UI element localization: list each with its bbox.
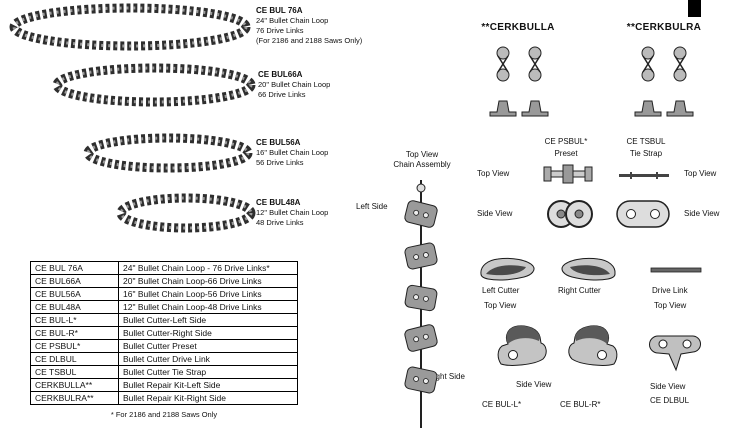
part-number: CE BUL48A (256, 198, 301, 207)
chain-assembly-title: Top View Chain Assembly (376, 150, 468, 170)
description-cell: 16" Bullet Chain Loop-56 Drive Links (118, 287, 298, 301)
chain-assembly-drawing (404, 180, 438, 428)
part-number: CE BUL56A (256, 138, 301, 147)
part-number-cell: CE PSBUL* (30, 339, 119, 353)
description-cell: Bullet Cutter Tie Strap (118, 365, 298, 379)
part-number-cell: CE BUL56A (30, 287, 119, 301)
repair-kit-right-title: **CERKBULRA (626, 22, 702, 33)
part-number-cell: CE DLBUL (30, 352, 119, 366)
left-cutter-label: Left Cutter (482, 286, 520, 295)
part-number: CE BUL 76A (256, 6, 303, 15)
loop-desc: 24" Bullet Chain Loop (256, 16, 329, 25)
chain-loop-56-drawing (83, 133, 253, 173)
left-cutter-top-view-drawing (480, 257, 535, 281)
description-cell: Bullet Repair Kit-Right Side (118, 391, 298, 405)
preset-part-label: CE PSBUL* (544, 137, 588, 146)
repair-kit-left-drawing (489, 46, 549, 117)
drive-link-top-view-drawing (650, 267, 702, 273)
description-cell: 12" Bullet Chain Loop-48 Drive Links (118, 300, 298, 314)
part-number-cell: CE BUL 76A (30, 261, 119, 275)
loop-links: 56 Drive Links (256, 158, 304, 167)
preset-top-view-drawing (543, 164, 593, 184)
right-side-label: Right Side (428, 372, 465, 381)
description-cell: Bullet Cutter-Right Side (118, 326, 298, 340)
dlbul-part-label: CE DLBUL (650, 396, 690, 405)
side-view-label-drive-link: Side View (650, 382, 686, 391)
tiestrap-top-view-drawing (619, 172, 669, 179)
chain-assembly-title-line2: Chain Assembly (393, 160, 451, 169)
loop-links: 66 Drive Links (258, 90, 306, 99)
description-cell: 24" Bullet Chain Loop - 76 Drive Links* (118, 261, 298, 275)
description-cell: Bullet Repair Kit-Left Side (118, 378, 298, 392)
tiestrap-side-view-drawing (616, 200, 670, 228)
side-view-label-cutters: Side View (516, 380, 552, 389)
table-footnote: * For 2186 and 2188 Saws Only (110, 410, 218, 419)
loop-desc: 20" Bullet Chain Loop (258, 80, 331, 89)
part-number-cell: CE BUL-R* (30, 326, 119, 340)
description-cell: Bullet Cutter-Left Side (118, 313, 298, 327)
preset-side-view-drawing (547, 200, 593, 228)
part-number-cell: CERKBULLA** (30, 378, 119, 392)
part-number-cell: CE TSBUL (30, 365, 119, 379)
preset-name-label: Preset (554, 149, 578, 158)
loop-76-label: CE BUL 76A 24" Bullet Chain Loop 76 Driv… (256, 6, 362, 46)
bul-r-part-label: CE BUL-R* (560, 400, 601, 409)
description-cell: Bullet Cutter Preset (118, 339, 298, 353)
top-view-label-right: Top View (684, 169, 717, 178)
drive-link-side-view-drawing (649, 335, 701, 372)
left-cutter-side-view-drawing (497, 325, 547, 366)
part-number-cell: CE BUL-L* (30, 313, 119, 327)
description-cell: 20" Bullet Chain Loop-66 Drive Links (118, 274, 298, 288)
top-view-label-drive-link: Top View (654, 301, 687, 310)
chain-loop-48-drawing (116, 193, 256, 233)
tiestrap-name-label: Tie Strap (629, 149, 663, 158)
tiestrap-part-label: CE TSBUL (626, 137, 666, 146)
right-cutter-top-view-drawing (561, 257, 616, 281)
chain-assembly-title-line1: Top View (405, 150, 439, 159)
loop-links: 76 Drive Links (256, 26, 304, 35)
loop-56-label: CE BUL56A 16" Bullet Chain Loop 56 Drive… (256, 138, 328, 168)
table-row: CERKBULRA**Bullet Repair Kit-Right Side (30, 391, 298, 405)
left-side-label: Left Side (356, 202, 388, 211)
top-view-label-left: Top View (477, 169, 510, 178)
chain-loop-76-drawing (9, 3, 251, 51)
loop-note: (For 2186 and 2188 Saws Only) (256, 36, 363, 45)
table-row: CE PSBUL*Bullet Cutter Preset (30, 339, 298, 353)
table-row: CERKBULLA**Bullet Repair Kit-Left Side (30, 378, 298, 392)
part-number-cell: CE BUL66A (30, 274, 119, 288)
right-cutter-side-view-drawing (568, 325, 618, 366)
part-number: CE BUL66A (258, 70, 303, 79)
bul-l-part-label: CE BUL-L* (482, 400, 522, 409)
right-cutter-label: Right Cutter (558, 286, 601, 295)
table-row: CE BUL-L*Bullet Cutter-Left Side (30, 313, 298, 327)
side-view-label-left: Side View (477, 209, 513, 218)
part-number-cell: CERKBULRA** (30, 391, 119, 405)
loop-desc: 12" Bullet Chain Loop (256, 208, 329, 217)
loop-48-label: CE BUL48A 12" Bullet Chain Loop 48 Drive… (256, 198, 328, 228)
part-number-cell: CE BUL48A (30, 300, 119, 314)
table-row: CE BUL-R*Bullet Cutter-Right Side (30, 326, 298, 340)
loop-desc: 16" Bullet Chain Loop (256, 148, 329, 157)
description-cell: Bullet Cutter Drive Link (118, 352, 298, 366)
repair-kit-left-title: **CERKBULLA (481, 22, 555, 33)
chain-loop-66-drawing (52, 63, 256, 107)
drive-link-label: Drive Link (652, 286, 688, 295)
loop-links: 48 Drive Links (256, 218, 304, 227)
top-view-label-cutters: Top View (484, 301, 517, 310)
repair-kit-right-drawing (634, 46, 694, 117)
page-tab-marker (688, 0, 701, 17)
side-view-label-right: Side View (684, 209, 720, 218)
loop-66-label: CE BUL66A 20" Bullet Chain Loop 66 Drive… (258, 70, 330, 100)
